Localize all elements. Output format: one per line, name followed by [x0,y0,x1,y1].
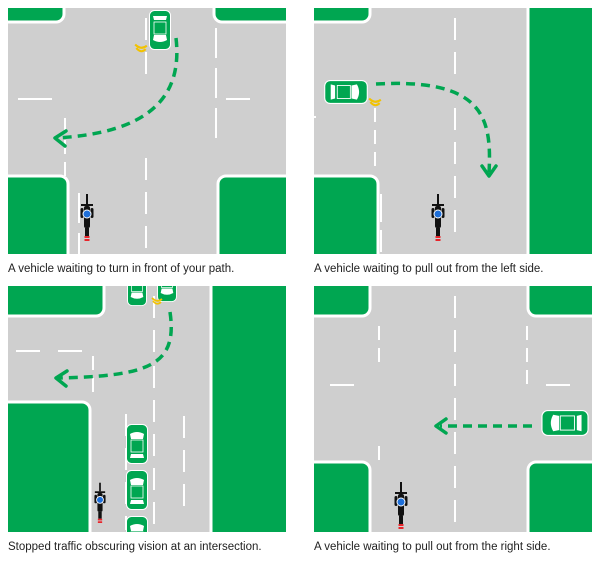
panel-caption: A vehicle waiting to pull out from the r… [314,541,551,553]
grass-block [314,286,372,318]
arrow-head [480,164,498,178]
car-top-view-icon [324,80,368,104]
scenario-panel-turning-vehicle [8,8,286,254]
car-top-view-icon [541,410,589,436]
grass-block [216,174,286,254]
car-top-view-icon [126,469,148,511]
lane-markings [330,296,570,522]
grass-block [8,174,70,254]
lane-markings [16,296,185,530]
car-top-view-icon [148,10,172,50]
panel-caption: Stopped traffic obscuring vision at an i… [8,541,262,553]
dashed-arrow-icon [375,81,492,174]
arrow-head [54,369,69,388]
car-top-view-icon [126,423,148,465]
panel-caption: A vehicle waiting to turn in front of yo… [8,263,235,275]
car-top-view-icon [127,286,147,306]
panel-caption: A vehicle waiting to pull out from the l… [314,263,544,275]
grass-block [8,286,106,318]
grass-strip [526,8,592,254]
grass-block [314,8,372,24]
scenario-panel-right-pullout [314,286,592,532]
grass-block [8,400,92,532]
grass-block [8,8,66,24]
arrow-head [434,417,448,435]
dashed-arrow-icon [57,311,173,380]
lane-markings [314,18,456,252]
grass-block [212,8,286,24]
arrow-head [53,129,68,148]
grass-block [526,286,592,318]
car-top-view-icon [126,515,148,532]
grass-block [526,460,592,532]
scenario-panel-stopped-traffic [8,286,286,532]
grass-block [314,174,380,254]
grass-block [314,460,372,532]
scenario-panel-left-pullout [314,8,592,254]
grass-strip [209,286,286,532]
dashed-arrow-icon [55,37,179,140]
